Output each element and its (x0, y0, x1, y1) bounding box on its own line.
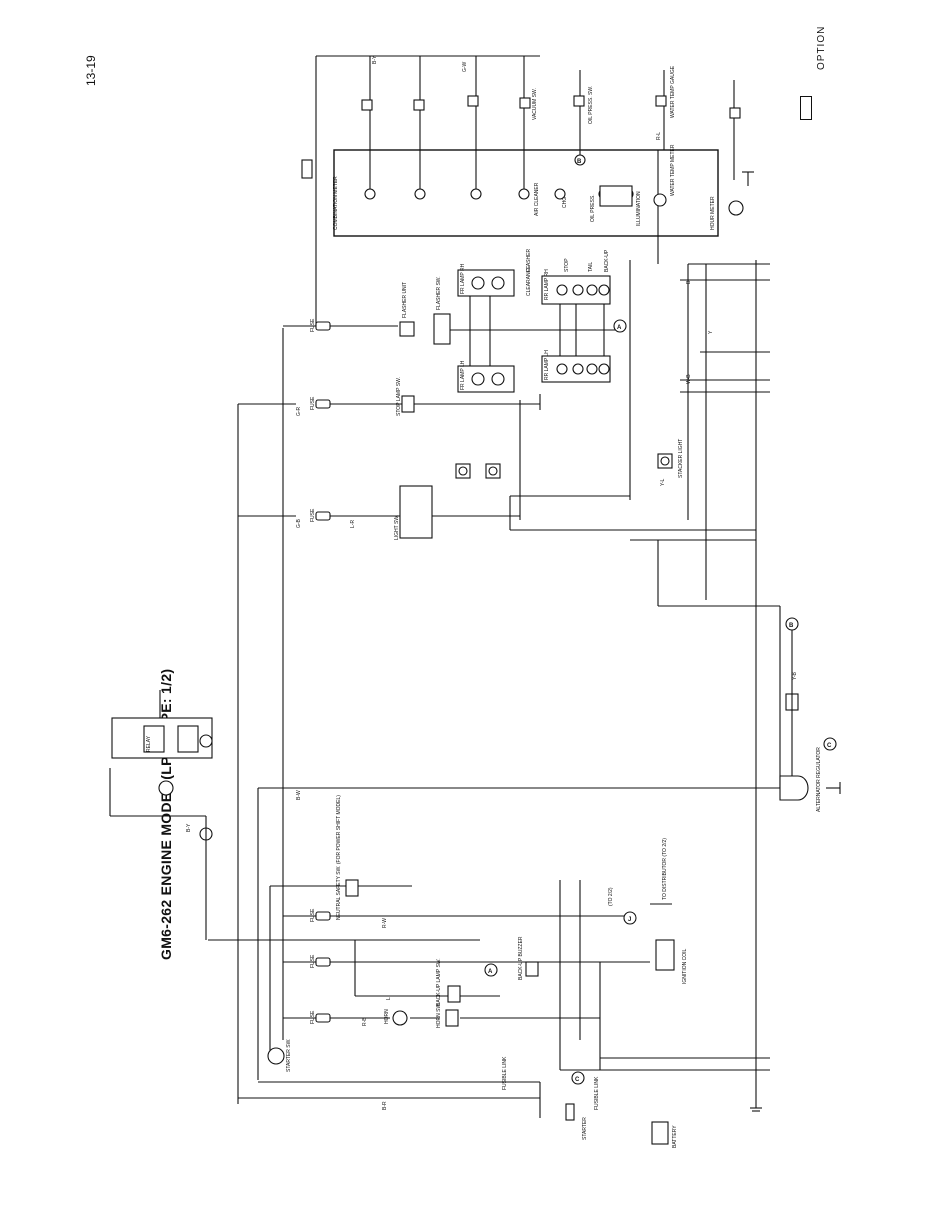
alternator-regulator-label: ALTERNATOR REGULATOR (816, 747, 822, 812)
oil-press-label: OIL PRESS. (590, 194, 596, 222)
fuse-label-3: FUSE (310, 508, 316, 522)
connector-j-label: J (628, 917, 631, 923)
connector-j-marker (623, 911, 637, 925)
fuse-label-5: FUSE (310, 954, 316, 968)
wire-code-l-r: L-R (350, 520, 356, 528)
connector-b-label-1: B (577, 159, 582, 165)
wire-codes: B-W B-R R-B Y-B Y-L B-Y R-W G-B L-R G-R … (186, 55, 798, 1110)
rr-lamp-lh-label: RR LAMP LH (544, 350, 550, 380)
water-temp-meter-label: WATER TEMP METER (670, 144, 676, 196)
connector-a-label-2: A (488, 969, 493, 975)
clearance-label: CLEARANCE (526, 265, 532, 296)
connector-a-marker-1 (613, 319, 627, 333)
wire-code-l: L (386, 997, 392, 1000)
connector-c-label-2: C (575, 1077, 580, 1083)
hour-meter-label: HOUR METER (710, 196, 716, 230)
stacker-light-label: STACKER LIGHT (678, 439, 684, 478)
connector-b-marker-2 (785, 617, 799, 631)
tail-label: TAIL (588, 262, 594, 272)
water-temp-gauge-label: WATER TEMP GAUGE (670, 65, 676, 118)
wire-code-g-w: G-W (462, 61, 468, 72)
wire-code-y-b: Y-B (792, 671, 798, 680)
wire-code-r-l: R-L (656, 132, 662, 140)
chg-label: CHG (562, 197, 568, 208)
battery-label: BATTERY (672, 1125, 678, 1148)
wire-code-r-w: R-W (382, 918, 388, 928)
fuse-label-6: FUSE (310, 1010, 316, 1024)
relay-label: RELAY (146, 735, 152, 752)
flasher-unit-label: FLASHER UNIT (402, 282, 408, 318)
bus-lines (208, 55, 781, 1118)
connector-a-label-1: A (617, 325, 622, 331)
connector-c-marker-2 (571, 1071, 585, 1085)
horn-label: HORN (384, 1009, 390, 1024)
to-distributor-label: TO DISTRIBUTOR (TO 2/2) (662, 838, 668, 900)
ignition-coil-label: IGNITION COIL (682, 949, 688, 985)
connector-c-label-1: C (827, 743, 832, 749)
connector-markers: A A B B C C J (484, 154, 837, 1085)
fuse-label-1: FUSE (310, 318, 316, 332)
stop-lamp-sw-label: STOP LAMP SW. (396, 377, 402, 416)
flasher-label: FLASHER (526, 249, 532, 272)
fuse-label-4: FUSE (310, 908, 316, 922)
wire-code-b-y-2: B-Y (372, 55, 378, 64)
back-up-buzzer-label: BACK-UP BUZZER (518, 936, 524, 980)
wire-code-r-b: R-B (362, 1017, 368, 1026)
rr-lamp-rh-label: RR LAMP RH (544, 269, 550, 300)
fusible-link-label-1: FUSIBLE LINK (502, 1056, 508, 1090)
connector-b-label-2: B (789, 623, 794, 629)
lamp-clusters: FLASHER CLEARANCE STOP TAIL BACK-UP FR L… (399, 249, 620, 393)
back-up-label: BACK-UP (604, 249, 610, 272)
oil-press-sw-label: OIL PRESS. SW. (588, 86, 594, 124)
back-up-lamp-sw-label: BACK-UP LAMP SW. (436, 958, 442, 1006)
wire-code-g-r: G-R (296, 406, 302, 416)
wire-code-g-b: G-B (296, 518, 302, 528)
to-2-2-label: (TO 2/2) (608, 887, 614, 906)
wire-code-w-b: W-B (686, 374, 692, 384)
lower-components: FUSE FUSE FUSE STARTER SW. HORN HORN SW.… (267, 630, 822, 1148)
wire-code-b-w: B-W (296, 790, 302, 800)
relay-block: RELAY (109, 690, 213, 940)
wire-code-y-l: Y-L (660, 478, 666, 486)
upper-fuses: FUSE FUSE FUSE STOP LAMP SW. LIGHT SW. S… (310, 318, 684, 540)
combination-meter-label: COMBINATION METER (333, 176, 339, 230)
wire-code-b-r: B-R (382, 1101, 388, 1110)
fuse-label-2: FUSE (310, 396, 316, 410)
starter-sw-label: STARTER SW. (286, 1039, 292, 1072)
illumination-label: ILLUMINATION (636, 191, 642, 226)
combination-meter: COMBINATION METER AIR CLEANER CHG OIL PR… (301, 56, 744, 237)
starter-label: STARTER (582, 1117, 588, 1140)
wire-code-b: B (686, 280, 692, 284)
ground-symbols (742, 171, 841, 1112)
stop-label: STOP (564, 258, 570, 272)
fusible-link-label-2: FUSIBLE LINK (594, 1076, 600, 1110)
horn-sw-label: HORN SW. (436, 1003, 442, 1028)
flasher-sw-label: FLASHER SW. (436, 276, 442, 310)
neutral-safety-sw-label: NEUTRAL SAFETY SW. (FOR POWER SHIFT MODE… (336, 795, 342, 920)
light-sw-label: LIGHT SW. (394, 515, 400, 540)
vacuum-sw-label: VACUUM SW. (532, 88, 538, 120)
wire-code-b-y: B-Y (186, 823, 192, 832)
wire-code-y: Y (708, 330, 714, 334)
option-legend-box (800, 96, 812, 120)
connector-a-marker-2 (484, 963, 498, 977)
connector-c-marker-1 (823, 737, 837, 751)
fr-lamp-rh-label: FR LAMP RH (460, 263, 466, 294)
fr-lamp-lh-label: FR LAMP LH (460, 360, 466, 390)
air-cleaner-label: AIR CLEANER (534, 182, 540, 216)
connector-b-marker-1 (574, 154, 586, 166)
